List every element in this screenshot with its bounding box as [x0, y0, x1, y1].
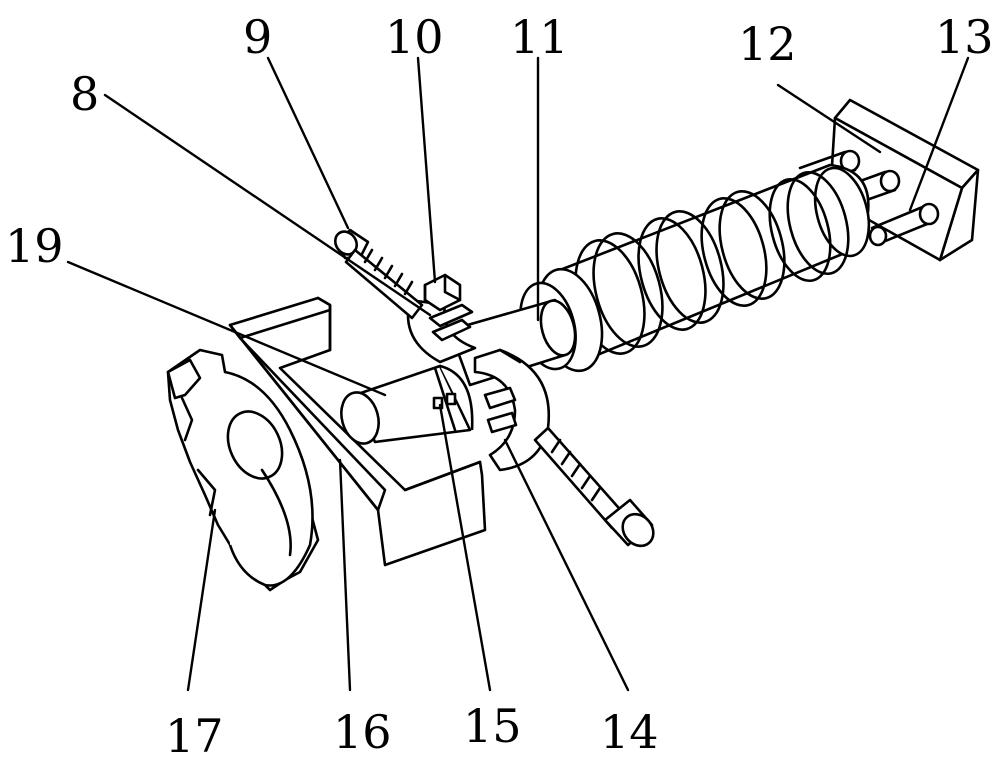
lower-bolt [533, 426, 655, 548]
label-15: 15 [463, 699, 522, 753]
label-19: 19 [5, 219, 64, 273]
leader-15 [438, 403, 492, 692]
label-11: 11 [510, 10, 569, 64]
lower-clamp [473, 348, 551, 472]
label-13: 13 [935, 10, 994, 64]
label-16: 16 [333, 705, 392, 759]
l-frame [228, 296, 487, 567]
label-10: 10 [385, 10, 444, 64]
upper-bolt [334, 228, 424, 320]
label-17: 17 [165, 709, 224, 763]
leader-9 [266, 56, 350, 230]
leader-lines [66, 56, 970, 692]
leader-19 [66, 260, 387, 397]
leader-10 [416, 56, 437, 284]
label-12: 12 [738, 17, 797, 71]
cutter-disc [166, 348, 320, 592]
label-14: 14 [600, 705, 659, 759]
leader-13 [908, 56, 970, 212]
leader-17 [186, 508, 217, 692]
leader-8 [103, 93, 432, 317]
leader-16 [338, 458, 352, 692]
upper-clamp [406, 273, 477, 364]
leader-12 [776, 83, 882, 154]
label-9: 9 [243, 10, 272, 64]
leader-14 [503, 438, 630, 692]
label-8: 8 [70, 67, 99, 121]
part-labels: 8 9 10 11 12 13 14 15 16 17 19 [5, 10, 994, 763]
motor-cylinder [340, 364, 474, 445]
